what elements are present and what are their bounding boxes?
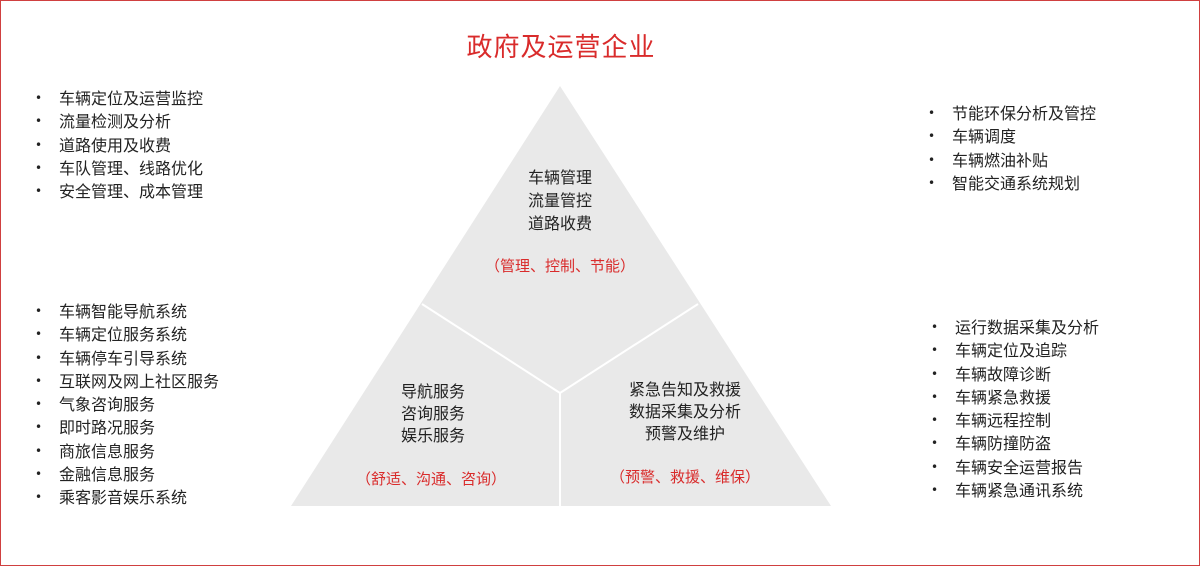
list-item: 安全管理、成本管理 [35,180,203,204]
pyramid-left-line: 咨询服务 [401,404,465,423]
list-bottom-left: 车辆智能导航系统 车辆定位服务系统 车辆停车引导系统 互联网及网上社区服务 气象… [35,300,219,510]
pyramid-top-subtitle: （管理、控制、节能） [485,257,635,275]
list-item: 车辆调度 [928,125,1096,149]
list-item: 车辆定位及追踪 [931,339,1099,363]
list-item: 车队管理、线路优化 [35,157,203,181]
pyramid-right-subtitle: （预警、救援、维保） [610,468,760,486]
pyramid-top-line: 道路收费 [528,214,592,233]
list-bottom-right: 运行数据采集及分析 车辆定位及追踪 车辆故障诊断 车辆紧急救援 车辆远程控制 车… [931,316,1099,503]
list-item: 车辆紧急救援 [931,386,1099,410]
list-item: 流量检测及分析 [35,110,203,134]
pyramid-right-line: 紧急告知及救援 [629,380,741,399]
pyramid-divider-right [559,303,699,394]
list-item: 车辆停车引导系统 [35,347,219,371]
list-item: 车辆智能导航系统 [35,300,219,324]
pyramid-right-section: 紧急告知及救援 数据采集及分析 预警及维护 （预警、救援、维保） [610,380,760,486]
list-item: 车辆远程控制 [931,409,1099,433]
list-item: 车辆定位服务系统 [35,323,219,347]
list-item: 车辆防撞防盗 [931,432,1099,456]
list-item: 节能环保分析及管控 [928,102,1096,126]
list-item: 道路使用及收费 [35,134,203,158]
pyramid-left-line: 导航服务 [401,382,465,401]
list-item: 车辆安全运营报告 [931,456,1099,480]
list-top-left: 车辆定位及运营监控 流量检测及分析 道路使用及收费 车队管理、线路优化 安全管理… [35,87,203,204]
list-item: 车辆燃油补贴 [928,149,1096,173]
pyramid-top-line: 车辆管理 [528,168,592,187]
pyramid-left-line: 娱乐服务 [401,426,465,445]
pyramid-triangle [291,86,831,506]
list-item: 气象咨询服务 [35,393,219,417]
list-item: 车辆定位及运营监控 [35,87,203,111]
pyramid-left-subtitle: （舒适、沟通、咨询） [356,470,506,488]
list-item: 乘客影音娱乐系统 [35,486,219,510]
list-item: 金融信息服务 [35,463,219,487]
list-item: 车辆故障诊断 [931,363,1099,387]
pyramid-right-line: 数据采集及分析 [629,402,741,421]
pyramid-divider-left [421,303,561,394]
pyramid-top-section: 车辆管理 流量管控 道路收费 （管理、控制、节能） [485,168,635,275]
pyramid-right-line: 预警及维护 [645,424,725,443]
list-top-right: 节能环保分析及管控 车辆调度 车辆燃油补贴 智能交通系统规划 [928,102,1096,195]
list-item: 商旅信息服务 [35,440,219,464]
pyramid-top-line: 流量管控 [528,191,592,210]
list-item: 互联网及网上社区服务 [35,370,219,394]
diagram-title: 政府及运营企业 [466,33,656,63]
list-item: 运行数据采集及分析 [931,316,1099,340]
list-item: 车辆紧急通讯系统 [931,479,1099,503]
pyramid-left-section: 导航服务 咨询服务 娱乐服务 （舒适、沟通、咨询） [356,382,506,488]
list-item: 即时路况服务 [35,416,219,440]
list-item: 智能交通系统规划 [928,172,1096,196]
